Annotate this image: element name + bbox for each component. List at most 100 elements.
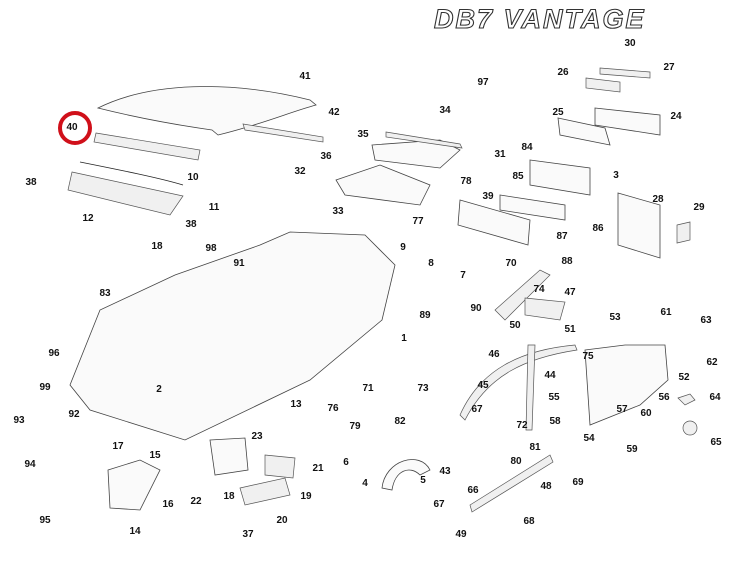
part-front-header[interactable] — [93, 132, 201, 161]
callout-72[interactable]: 72 — [516, 420, 528, 431]
callout-87[interactable]: 87 — [556, 231, 568, 242]
part-18b[interactable] — [209, 437, 249, 476]
callout-69[interactable]: 69 — [572, 477, 584, 488]
part-64[interactable] — [677, 393, 696, 406]
callout-8[interactable]: 8 — [428, 258, 434, 269]
callout-26[interactable]: 26 — [557, 67, 569, 78]
callout-29[interactable]: 29 — [693, 202, 705, 213]
callout-34[interactable]: 34 — [439, 105, 451, 116]
callout-22[interactable]: 22 — [190, 496, 202, 507]
callout-11[interactable]: 11 — [208, 202, 220, 213]
part-47[interactable] — [494, 269, 551, 321]
callout-12[interactable]: 12 — [82, 213, 94, 224]
callout-32[interactable]: 32 — [294, 166, 306, 177]
callout-89[interactable]: 89 — [419, 310, 431, 321]
part-14[interactable] — [107, 459, 161, 511]
callout-48[interactable]: 48 — [540, 481, 552, 492]
part-24[interactable] — [594, 107, 661, 136]
callout-64[interactable]: 64 — [709, 392, 721, 403]
callout-55[interactable]: 55 — [548, 392, 560, 403]
callout-84[interactable]: 84 — [521, 142, 533, 153]
callout-15[interactable]: 15 — [149, 450, 161, 461]
part-rear-quarter-panel[interactable] — [584, 344, 669, 426]
callout-24[interactable]: 24 — [670, 111, 682, 122]
callout-93[interactable]: 93 — [13, 415, 25, 426]
part-84[interactable] — [529, 159, 591, 196]
callout-51[interactable]: 51 — [564, 324, 576, 335]
callout-95[interactable]: 95 — [39, 515, 51, 526]
callout-82[interactable]: 82 — [394, 416, 406, 427]
callout-47[interactable]: 47 — [564, 287, 576, 298]
callout-91[interactable]: 91 — [233, 258, 245, 269]
callout-46[interactable]: 46 — [488, 349, 500, 360]
callout-86[interactable]: 86 — [592, 223, 604, 234]
callout-76[interactable]: 76 — [327, 403, 339, 414]
callout-14[interactable]: 14 — [129, 526, 141, 537]
callout-65[interactable]: 65 — [710, 437, 722, 448]
callout-25[interactable]: 25 — [552, 107, 564, 118]
callout-21[interactable]: 21 — [312, 463, 324, 474]
callout-67[interactable]: 67 — [471, 404, 483, 415]
part-rear-deck[interactable] — [335, 164, 431, 206]
callout-58[interactable]: 58 — [549, 416, 561, 427]
callout-33[interactable]: 33 — [332, 206, 344, 217]
part-28[interactable] — [617, 192, 661, 259]
callout-18[interactable]: 18 — [223, 491, 235, 502]
callout-6[interactable]: 6 — [343, 457, 349, 468]
callout-31[interactable]: 31 — [494, 149, 506, 160]
callout-73[interactable]: 73 — [417, 383, 429, 394]
callout-74[interactable]: 74 — [533, 284, 545, 295]
callout-85[interactable]: 85 — [512, 171, 524, 182]
callout-17[interactable]: 17 — [112, 441, 124, 452]
callout-68[interactable]: 68 — [523, 516, 535, 527]
callout-9[interactable]: 9 — [400, 242, 406, 253]
callout-38[interactable]: 38 — [25, 177, 37, 188]
callout-36[interactable]: 36 — [320, 151, 332, 162]
part-rail-34[interactable] — [385, 131, 463, 149]
callout-77[interactable]: 77 — [412, 216, 424, 227]
callout-49[interactable]: 49 — [455, 529, 467, 540]
callout-78[interactable]: 78 — [460, 176, 472, 187]
part-85[interactable] — [499, 194, 566, 221]
callout-41[interactable]: 41 — [299, 71, 311, 82]
callout-52[interactable]: 52 — [678, 372, 690, 383]
callout-57[interactable]: 57 — [616, 404, 628, 415]
part-scuttle-panel[interactable] — [67, 171, 184, 216]
callout-62[interactable]: 62 — [706, 357, 718, 368]
callout-27[interactable]: 27 — [663, 62, 675, 73]
callout-3[interactable]: 3 — [613, 170, 619, 181]
part-26[interactable] — [585, 77, 621, 93]
callout-92[interactable]: 92 — [68, 409, 80, 420]
callout-30[interactable]: 30 — [624, 38, 636, 49]
callout-98[interactable]: 98 — [205, 243, 217, 254]
callout-44[interactable]: 44 — [544, 370, 556, 381]
callout-61[interactable]: 61 — [660, 307, 672, 318]
callout-39[interactable]: 39 — [482, 191, 494, 202]
callout-37[interactable]: 37 — [242, 529, 254, 540]
callout-60[interactable]: 60 — [640, 408, 652, 419]
callout-2[interactable]: 2 — [156, 384, 162, 395]
callout-10[interactable]: 10 — [187, 172, 199, 183]
callout-1[interactable]: 1 — [401, 333, 407, 344]
part-39[interactable] — [457, 199, 531, 246]
callout-96[interactable]: 96 — [48, 348, 60, 359]
callout-67[interactable]: 67 — [433, 499, 445, 510]
callout-16[interactable]: 16 — [162, 499, 174, 510]
part-wheel-arch[interactable] — [381, 459, 431, 491]
part-floorpan[interactable] — [69, 231, 396, 441]
callout-63[interactable]: 63 — [700, 315, 712, 326]
callout-50[interactable]: 50 — [509, 320, 521, 331]
callout-90[interactable]: 90 — [470, 303, 482, 314]
part-20[interactable] — [239, 477, 291, 506]
callout-28[interactable]: 28 — [652, 194, 664, 205]
callout-40[interactable]: 40 — [66, 122, 78, 133]
callout-38[interactable]: 38 — [185, 219, 197, 230]
part-sill[interactable] — [469, 454, 554, 513]
callout-59[interactable]: 59 — [626, 444, 638, 455]
callout-81[interactable]: 81 — [529, 442, 541, 453]
callout-4[interactable]: 4 — [362, 478, 368, 489]
callout-42[interactable]: 42 — [328, 107, 340, 118]
part-74[interactable] — [524, 297, 566, 321]
callout-75[interactable]: 75 — [582, 351, 594, 362]
callout-18[interactable]: 18 — [151, 241, 163, 252]
